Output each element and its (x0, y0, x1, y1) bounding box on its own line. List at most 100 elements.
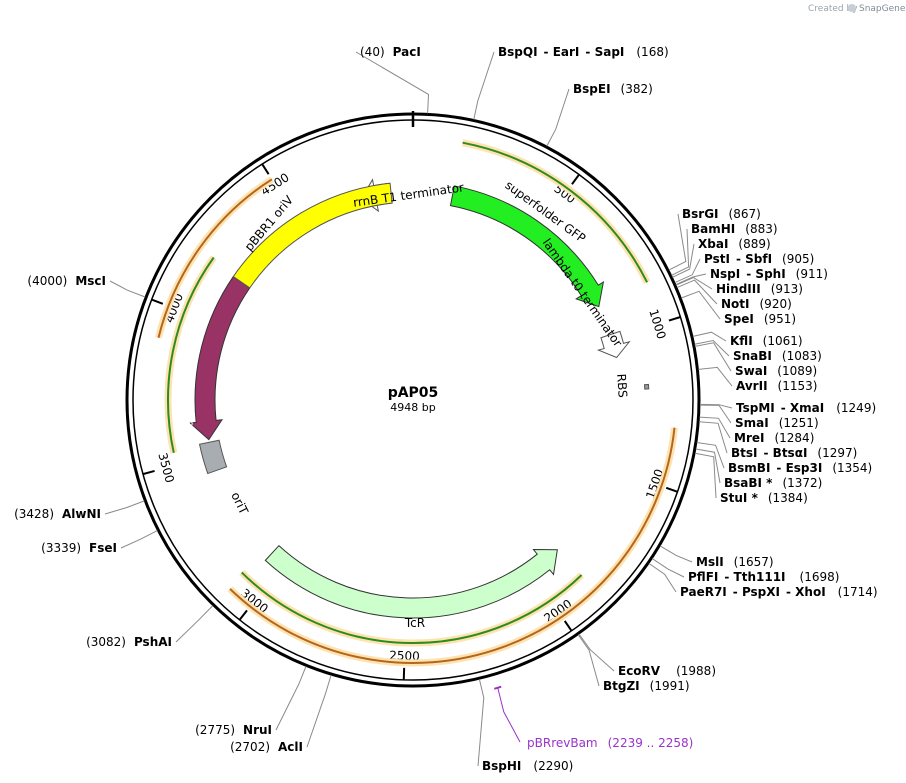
site-noti[interactable]: NotI(920) (721, 297, 792, 311)
site-spei[interactable]: SpeI(951) (724, 312, 796, 326)
site-btsi[interactable]: BtsI- BtsαI(1297) (731, 446, 857, 460)
site-bspqi[interactable]: BspQI- EarI- SapI(168) (498, 45, 669, 59)
site-line-alwni (104, 500, 145, 515)
credit-brand: SnapGene (859, 4, 906, 14)
site-hindiii[interactable]: HindIII(913) (716, 282, 803, 296)
orf-left (157, 178, 273, 338)
site-paer7i[interactable]: PaeR7I- PspXI- XhoI(1714) (680, 585, 878, 599)
site-alwni[interactable]: (3428)AlwNI (14, 507, 101, 521)
site-line-snabi (694, 339, 730, 357)
site-line-swai (694, 342, 732, 372)
tick-4500 (261, 163, 270, 175)
site-line-avrii (698, 366, 733, 387)
feature-rep[interactable] (189, 275, 251, 441)
site-line-bsmbi (696, 442, 725, 469)
site-fsei[interactable]: (3339)FseI (41, 541, 117, 555)
site-bsphi[interactable]: BspHI(2290) (482, 759, 573, 773)
snapgene-credit: Created by SnapGene (808, 4, 906, 14)
site-line-spei (681, 290, 721, 320)
site-line-bamhi (671, 228, 690, 276)
feature-oriv[interactable] (232, 182, 393, 289)
feature-lambda[interactable] (596, 330, 631, 359)
tick-1500 (665, 486, 678, 493)
site-stui[interactable]: StuI *(1384) (720, 491, 808, 505)
site-avrii[interactable]: AvrII(1153) (736, 379, 817, 393)
site-tspmi[interactable]: TspMI- XmaI(1249) (736, 401, 876, 415)
site-line-bspqi (473, 51, 495, 120)
site-smai[interactable]: SmaI(1251) (735, 416, 819, 430)
site-line-tspmi (699, 403, 733, 409)
primer-range: (2239 .. 2258) (608, 736, 694, 750)
site-pshai[interactable]: (3082)PshAI (86, 635, 172, 649)
snapgene-logo-icon (848, 4, 856, 12)
site-line-smai (699, 404, 732, 424)
site-kfli[interactable]: KflI(1061) (730, 334, 803, 348)
site-bsmbi[interactable]: BsmBI- Esp3I(1354) (728, 461, 872, 475)
feature-label-orit: oriT (228, 490, 251, 517)
site-line-hindiii (675, 277, 713, 290)
primer-arc[interactable] (494, 685, 502, 690)
feature-gfp[interactable] (449, 185, 605, 308)
tick-1000 (668, 316, 681, 322)
site-btgzi[interactable]: BtgZI(1991) (603, 679, 690, 693)
site-line-fsei (120, 530, 158, 549)
credit-prefix: Created by (808, 4, 858, 14)
orf-tcr-o-band (227, 427, 678, 667)
site-nspi[interactable]: NspI- SphI(911) (710, 267, 828, 281)
site-line-psti (674, 258, 701, 284)
orf-arcs (155, 139, 678, 667)
tick-label-1000: 1000 (646, 307, 668, 340)
site-xbai[interactable]: XbaI(889) (698, 237, 771, 251)
feature-label-rbs: RBS (614, 373, 630, 398)
site-line-mrei (699, 416, 731, 439)
feature-label-rep: pBBR1 Rep (178, 368, 198, 436)
site-line-btsi (699, 421, 728, 454)
site-line-bsabi (695, 448, 721, 484)
site-acli[interactable]: (2702)AclI (230, 740, 303, 754)
primer-label: pBRrevBam (2239 .. 2258) (527, 736, 693, 750)
site-ecorv[interactable]: EcoRV(1988) (618, 664, 716, 678)
tick-label-3500: 3500 (155, 451, 177, 484)
plasmid-size: 4948 bp (390, 401, 435, 414)
site-line-acli (306, 674, 332, 748)
site-line-bsphi (477, 679, 485, 767)
site-line-stui (694, 452, 717, 499)
site-bspei[interactable]: BspEI(382) (573, 82, 653, 96)
site-line-bsrgi (668, 213, 687, 271)
tick-2000 (563, 620, 573, 632)
site-line-paer7i (648, 562, 677, 593)
feature-label-lambda: lambda t0 terminator (540, 236, 625, 350)
primer-name: pBRrevBam (527, 736, 598, 750)
site-pflfi[interactable]: PflFI- Tth111I(1698) (688, 570, 839, 584)
site-snabi[interactable]: SnaBI(1083) (733, 349, 822, 363)
tick-500 (571, 173, 580, 185)
site-msci[interactable]: (4000)MscI (27, 274, 106, 288)
site-line-msci (109, 280, 146, 298)
site-psti[interactable]: PstI- SbfI(905) (704, 252, 814, 266)
orf-tcr (240, 571, 583, 644)
site-bsrgi[interactable]: BsrGI(867) (682, 207, 761, 221)
site-nrui[interactable]: (2775)NruI (195, 723, 272, 737)
site-swai[interactable]: SwaI(1089) (735, 364, 817, 378)
site-leader-lines (104, 51, 733, 767)
site-paci[interactable]: (40)PacI (360, 45, 421, 59)
site-msli[interactable]: MslI(1657) (696, 555, 774, 569)
tick-3500 (142, 469, 155, 476)
site-line-paci (355, 51, 430, 114)
tick-3000 (238, 609, 248, 621)
feature-rbs[interactable] (643, 383, 650, 390)
site-bamhi[interactable]: BamHI(883) (691, 222, 778, 236)
site-line-pflfi (651, 558, 685, 578)
site-line-pshai (175, 605, 214, 643)
enzyme-site-labels: (40)PacI BspQI- EarI- SapI(168) BspEI(38… (14, 45, 877, 773)
site-mrei[interactable]: MreI(1284) (734, 431, 814, 445)
site-line-nrui (275, 666, 307, 731)
site-bsabi[interactable]: BsaBI *(1372) (724, 476, 822, 490)
orf-rep (167, 256, 215, 454)
tick-4000 (151, 298, 164, 305)
feature-label-tcr: TcR (404, 616, 425, 630)
site-line-nspi (675, 273, 707, 286)
feature-orit[interactable] (198, 439, 228, 475)
feature-tcr[interactable] (264, 544, 558, 619)
